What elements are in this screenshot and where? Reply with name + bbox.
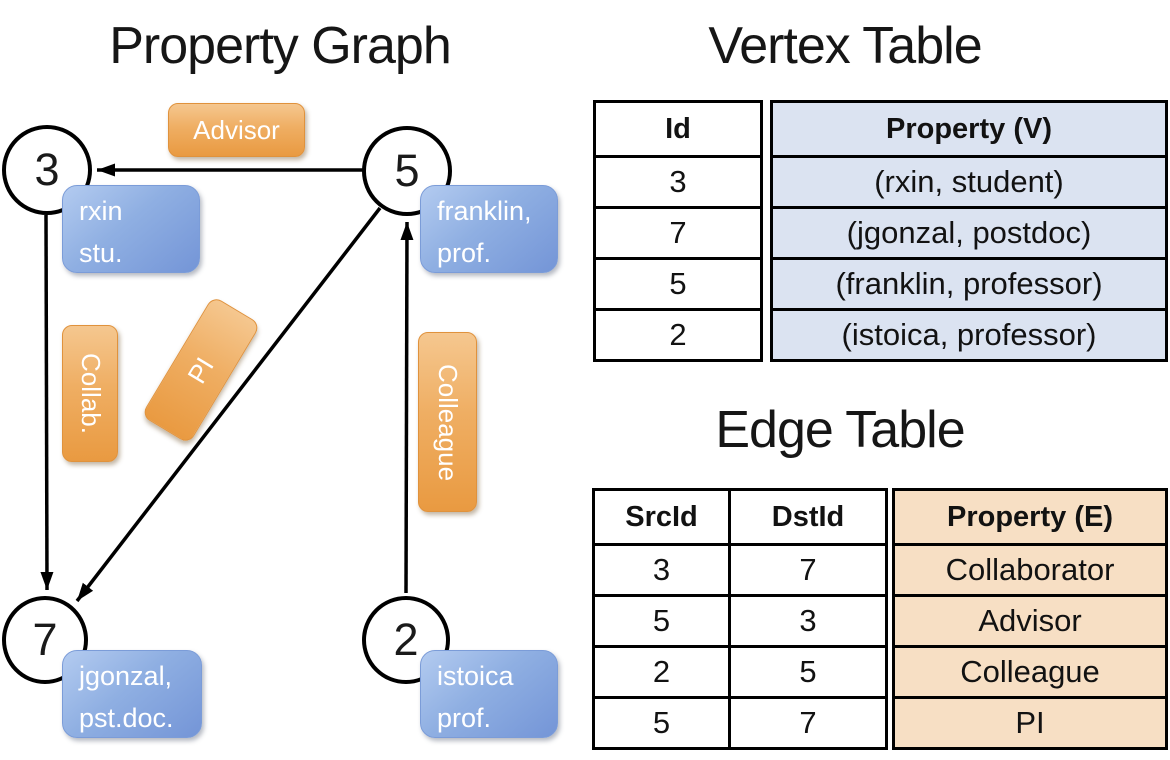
node-3-id-label: 3 [34, 144, 60, 195]
table-row: (franklin, professor) [773, 257, 1165, 308]
edge-label-colleague: Colleague [418, 332, 477, 512]
edge-srcid-cell: 5 [652, 705, 671, 740]
graph-node-5: 5 [362, 126, 452, 216]
vertex-property-line: jgonzal, [79, 661, 173, 691]
vertex-property-cell: (rxin, student) [773, 158, 1165, 206]
edge-property-cell: PI [895, 699, 1165, 747]
vertex-id-cell: 7 [669, 215, 687, 250]
edge-table-title: Edge Table [715, 401, 965, 459]
node-5-id-label: 5 [394, 145, 420, 196]
edge-label-text: Colleague [433, 363, 463, 481]
vertex-property-line: prof. [437, 238, 492, 268]
vertex-property-line: istoica [437, 661, 514, 691]
vertex-id-cell: 3 [669, 164, 687, 199]
edge-dstid-cell: 7 [728, 699, 885, 747]
vertex-property-cell: (istoica, professor) [773, 311, 1165, 359]
table-row: 3 [596, 155, 760, 206]
table-row: 5 3 [595, 594, 885, 645]
node-2-id-label: 2 [393, 614, 419, 665]
vertex-property-line: franklin, [437, 196, 532, 226]
table-row: Advisor [895, 594, 1165, 645]
vertex-property-box-jgonzal: jgonzal, pst.doc. [62, 650, 202, 738]
property-graph-title: Property Graph [109, 17, 452, 75]
edge-srcid-cell: 5 [652, 603, 671, 638]
table-row: Collaborator [895, 543, 1165, 594]
table-row: 3 7 [595, 543, 885, 594]
vertex-table-property-header: Property (V) [773, 103, 1165, 155]
vertex-table-property-column: Property (V) (rxin, student) (jgonzal, p… [770, 100, 1168, 362]
vertex-id-cell: 2 [669, 317, 687, 352]
table-row: (istoica, professor) [773, 308, 1165, 359]
vertex-property-box-rxin: rxin stu. [62, 185, 200, 273]
edge-property-cell: Colleague [895, 648, 1165, 696]
table-row: SrcId DstId [595, 491, 885, 543]
edge-dstid-cell: 3 [728, 597, 885, 645]
graph-node-2: 2 [362, 596, 450, 684]
vertex-property-box-istoica: istoica prof. [420, 650, 558, 738]
edge-label-text: PI [181, 351, 220, 388]
edge-table-property-header: Property (E) [895, 491, 1165, 543]
edge-property-cell: Advisor [895, 597, 1165, 645]
edge-table-dstid-header: DstId [728, 491, 885, 543]
vertex-id-cell: 5 [669, 266, 687, 301]
vertex-property-line: stu. [79, 238, 123, 268]
vertex-property-line: prof. [437, 703, 492, 733]
table-row: Id [596, 103, 760, 155]
edge-5-to-7 [75, 206, 382, 603]
edge-label-text: Collab. [75, 353, 106, 434]
edge-3-to-7 [40, 214, 54, 591]
edge-label-advisor: Advisor [168, 103, 305, 157]
table-row: 5 7 [595, 696, 885, 747]
vertex-table-id-column: Id 3 7 5 2 [593, 100, 763, 362]
table-row: PI [895, 696, 1165, 747]
edge-table-id-columns: SrcId DstId 3 7 5 3 2 5 5 7 [592, 488, 888, 750]
edge-2-to-5 [400, 221, 414, 594]
edge-dstid-cell: 7 [728, 546, 885, 594]
vertex-table-title: Vertex Table [708, 17, 982, 75]
edge-srcid-cell: 2 [652, 654, 671, 689]
edge-srcid-cell: 3 [652, 552, 671, 587]
edge-label-text: Advisor [193, 114, 280, 145]
vertex-property-box-franklin: franklin, prof. [420, 185, 558, 273]
vertex-property-line: rxin [79, 196, 123, 226]
vertex-table-id-header: Id [665, 112, 691, 145]
table-row: 2 5 [595, 645, 885, 696]
table-row: Colleague [895, 645, 1165, 696]
table-row: (jgonzal, postdoc) [773, 206, 1165, 257]
table-row: Property (E) [895, 491, 1165, 543]
table-row: 5 [596, 257, 760, 308]
edge-property-cell: Collaborator [895, 546, 1165, 594]
edge-table-property-column: Property (E) Collaborator Advisor Collea… [892, 488, 1168, 750]
node-7-id-label: 7 [32, 614, 58, 665]
table-row: (rxin, student) [773, 155, 1165, 206]
table-row: 2 [596, 308, 760, 359]
vertex-property-cell: (franklin, professor) [773, 260, 1165, 308]
vertex-property-cell: (jgonzal, postdoc) [773, 209, 1165, 257]
edge-table-srcid-header: SrcId [625, 500, 698, 533]
edge-arrows-layer [40, 163, 414, 603]
edge-label-collab: Collab. [62, 325, 118, 462]
edge-dstid-cell: 5 [728, 648, 885, 696]
table-row: Property (V) [773, 103, 1165, 155]
table-row: 7 [596, 206, 760, 257]
vertex-property-line: pst.doc. [79, 703, 174, 733]
